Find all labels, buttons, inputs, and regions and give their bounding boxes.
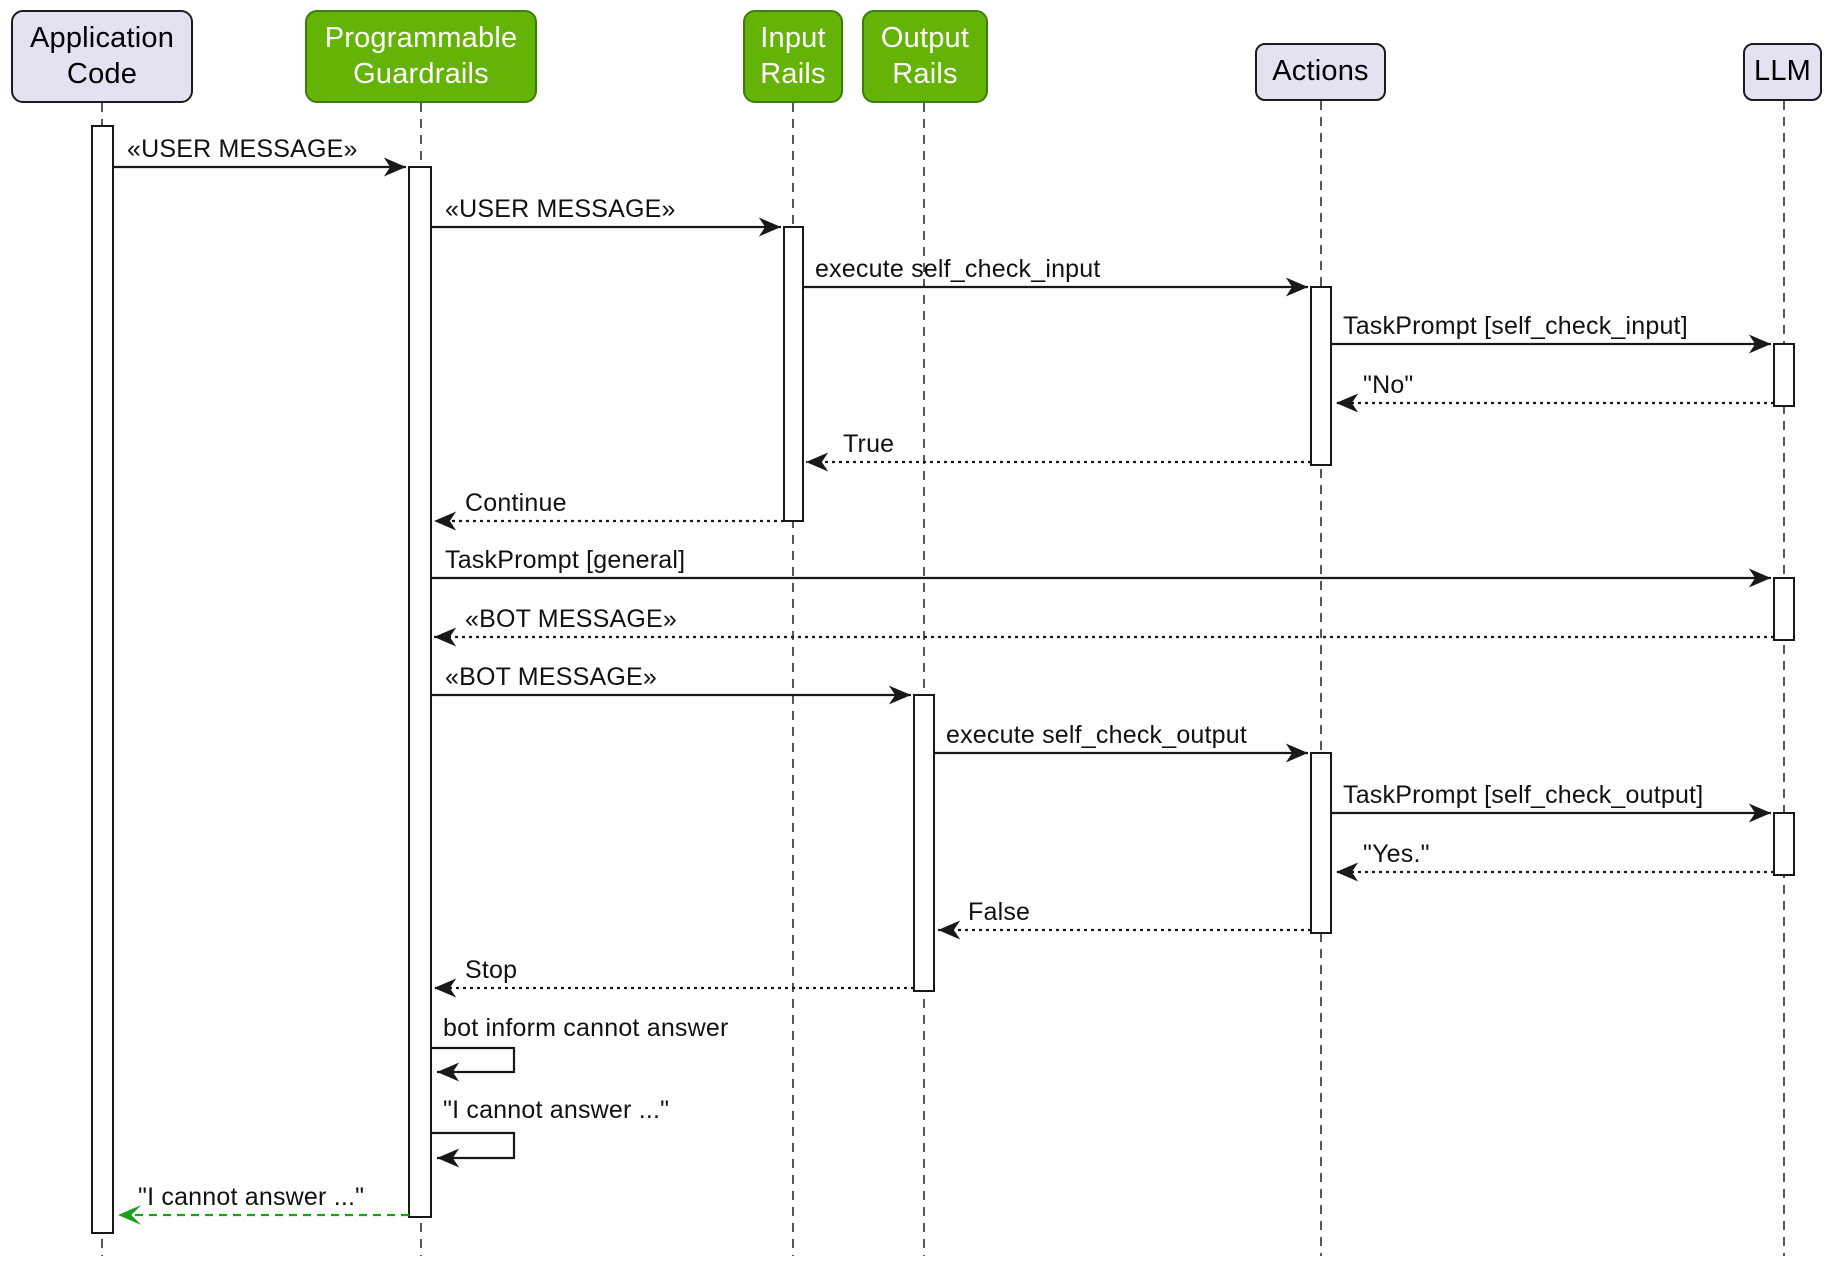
- message-label-yes: "Yes.": [1363, 840, 1430, 868]
- participant-label: Application Code: [29, 22, 175, 90]
- message-label-user-message-2: «USER MESSAGE»: [445, 195, 676, 223]
- activation-input-rails: [783, 226, 804, 522]
- activation-actions-2: [1310, 752, 1332, 934]
- message-label-execute-self-check-output: execute self_check_output: [946, 721, 1248, 749]
- activation-actions-1: [1310, 286, 1332, 466]
- message-label-continue: Continue: [465, 489, 567, 517]
- message-label-no: "No": [1363, 371, 1414, 399]
- arrow-self-bot-inform: [431, 1046, 516, 1082]
- participant-label: Input Rails: [760, 22, 826, 90]
- participant-llm: LLM: [1743, 43, 1822, 101]
- message-label-taskprompt-self-check-output: TaskPrompt [self_check_output]: [1343, 781, 1704, 809]
- message-label-bot-message-return: «BOT MESSAGE»: [465, 605, 677, 633]
- participant-input-rails: Input Rails: [743, 10, 843, 103]
- participant-programmable-guardrails: Programmable Guardrails: [305, 10, 537, 103]
- participant-label: Actions: [1272, 55, 1369, 88]
- activation-llm-1: [1773, 343, 1795, 407]
- message-label-i-cannot-answer-self: "I cannot answer ...": [443, 1096, 670, 1124]
- participant-application-code: Application Code: [11, 10, 193, 103]
- activation-application-code: [91, 125, 114, 1234]
- message-label-true: True: [843, 430, 895, 458]
- message-label-taskprompt-general: TaskPrompt [general]: [445, 546, 686, 574]
- message-label-stop: Stop: [465, 956, 518, 984]
- message-label-execute-self-check-input: execute self_check_input: [815, 255, 1101, 283]
- message-label-taskprompt-self-check-input: TaskPrompt [self_check_input]: [1343, 312, 1688, 340]
- participant-label: Output Rails: [880, 22, 970, 90]
- activation-output-rails: [913, 694, 935, 992]
- message-label-i-cannot-answer-final: "I cannot answer ...": [138, 1183, 365, 1211]
- message-label-false: False: [968, 898, 1031, 926]
- activation-programmable-guardrails: [408, 166, 432, 1218]
- arrow-self-i-cannot-answer: [431, 1131, 516, 1168]
- message-label-bot-inform-cannot-answer: bot inform cannot answer: [443, 1014, 729, 1042]
- message-label-bot-message-out: «BOT MESSAGE»: [445, 663, 657, 691]
- participant-actions: Actions: [1255, 43, 1386, 101]
- activation-llm-2: [1773, 577, 1795, 641]
- participant-label: Programmable Guardrails: [324, 22, 518, 90]
- message-label-user-message-1: «USER MESSAGE»: [127, 135, 358, 163]
- participant-label: LLM: [1753, 55, 1811, 88]
- activation-llm-3: [1773, 812, 1795, 876]
- participant-output-rails: Output Rails: [862, 10, 988, 103]
